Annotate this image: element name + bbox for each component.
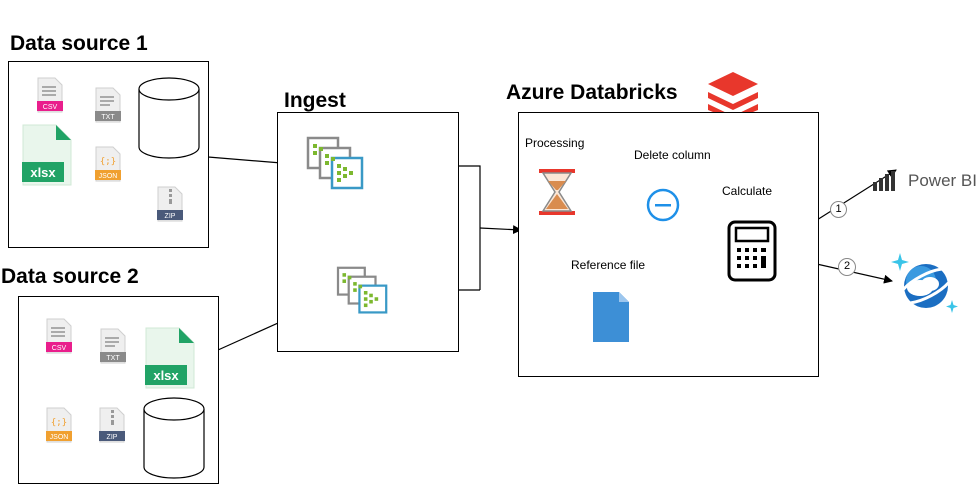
zip-file-icon: ZIP (157, 186, 183, 222)
json-file-icon: {;} JSON (95, 146, 121, 182)
data-source-2-title: Data source 2 (1, 265, 139, 288)
csv-label: CSV (52, 345, 67, 352)
csv-badge (37, 101, 63, 111)
json-label: JSON (99, 173, 118, 180)
database-icon (138, 77, 200, 159)
svg-text:{;}: {;} (100, 157, 116, 167)
zip-file-icon: ZIP (99, 407, 125, 443)
badge-1: 1 (830, 201, 847, 218)
badge-2: 2 (838, 258, 856, 276)
reference-file-icon (593, 292, 629, 342)
ingest-box (277, 112, 459, 352)
data-source-1-title: Data source 1 (10, 32, 148, 55)
minus-circle-icon (646, 188, 680, 222)
power-bi-icon (873, 171, 895, 191)
data-factory-pipeline-icon (306, 136, 364, 190)
zip-label: ZIP (165, 213, 176, 220)
xlsx-label: xlsx (153, 368, 179, 383)
power-bi-label: Power BI (908, 171, 977, 190)
cosmos-db-icon (891, 253, 958, 313)
txt-label: TXT (101, 114, 115, 121)
ingest-title: Ingest (284, 89, 346, 112)
xlsx-file-icon: xlsx (22, 124, 72, 186)
txt-file-icon: TXT (100, 328, 126, 364)
reference-file-label: Reference file (571, 258, 646, 272)
xlsx-label: xlsx (30, 165, 56, 180)
calculator-icon (727, 220, 777, 282)
zip-label: ZIP (107, 434, 118, 441)
json-file-icon: {;} JSON (46, 407, 72, 443)
csv-file-icon: CSV (37, 77, 63, 113)
xlsx-file-icon: xlsx (145, 327, 195, 389)
txt-label: TXT (106, 355, 120, 362)
svg-text:{;}: {;} (51, 418, 67, 428)
csv-label: CSV (43, 104, 58, 111)
txt-file-icon: TXT (95, 87, 121, 123)
delete-column-label: Delete column (634, 148, 711, 162)
arrow-ingest-to-databricks (479, 225, 522, 235)
data-factory-pipeline-icon (336, 266, 388, 314)
processing-label: Processing (525, 136, 585, 150)
calculate-label: Calculate (722, 184, 773, 198)
databricks-title: Azure Databricks (506, 81, 678, 104)
csv-file-icon: CSV (46, 318, 72, 354)
hourglass-icon (539, 169, 575, 215)
database-icon (143, 397, 205, 479)
json-label: JSON (50, 434, 69, 441)
